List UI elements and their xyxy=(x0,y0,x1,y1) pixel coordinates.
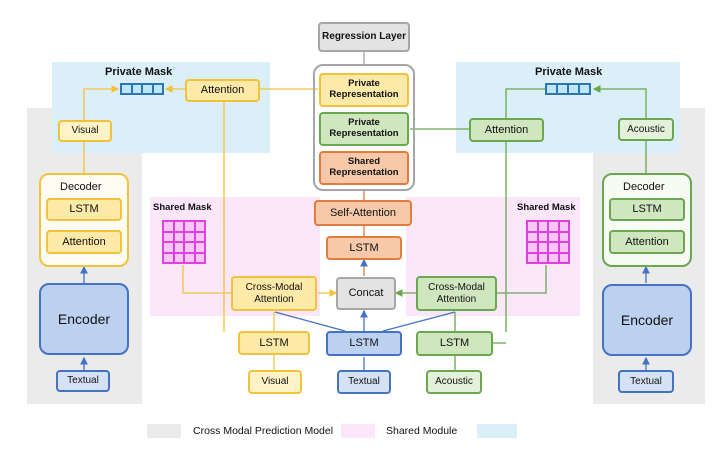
shared-representation-label: Shared Representation xyxy=(329,156,399,178)
concat-label: Concat xyxy=(348,287,384,300)
acoustic-output-box: Acoustic xyxy=(618,118,674,141)
left-encoder-box: Encoder xyxy=(39,283,129,355)
left-attention-label: Attention xyxy=(200,84,245,97)
self-attention-box: Self-Attention xyxy=(314,200,412,226)
private-representation-acoustic: Private Representation xyxy=(319,112,409,146)
line-lstm-to-left-crossmodal xyxy=(274,311,346,332)
acoustic-output-label: Acoustic xyxy=(627,123,665,135)
visual-output-label: Visual xyxy=(71,125,99,137)
left-shared-mask xyxy=(162,220,206,264)
left-textual-input-label: Textual xyxy=(67,375,99,387)
shared-representation: Shared Representation xyxy=(319,151,409,185)
left-decoder-attention: Attention xyxy=(46,230,122,254)
legend-swatch-shared-module xyxy=(341,424,375,438)
acoustic-lstm-label: LSTM xyxy=(439,337,470,350)
acoustic-lstm-box: LSTM xyxy=(416,331,493,356)
visual-output-box: Visual xyxy=(58,120,112,142)
right-cross-modal-label: Cross-Modal Attention xyxy=(428,282,485,305)
line-mask-to-crossmodal xyxy=(182,265,231,294)
left-textual-input: Textual xyxy=(56,370,110,392)
right-attention-label: Attention xyxy=(484,123,529,136)
right-private-mask-title: Private Mask xyxy=(535,66,603,78)
concat-box: Concat xyxy=(336,277,396,310)
left-decoder-attention-label: Attention xyxy=(62,235,106,248)
left-decoder-lstm-label: LSTM xyxy=(69,203,99,216)
right-textual-input: Textual xyxy=(618,370,674,393)
line-lstm-to-right-crossmodal xyxy=(382,311,456,332)
textual-lstm-box: LSTM xyxy=(326,331,402,356)
right-decoder-lstm: LSTM xyxy=(609,198,685,221)
left-shared-mask-title: Shared Mask xyxy=(153,202,212,213)
regression-layer: Regression Layer xyxy=(318,22,410,52)
line-private-mask-to-attention xyxy=(505,88,545,118)
acoustic-input-box: Acoustic xyxy=(426,370,482,394)
right-cross-modal-attention: Cross-Modal Attention xyxy=(416,276,497,311)
right-decoder-attention: Attention xyxy=(609,230,685,254)
right-private-mask xyxy=(545,83,591,95)
visual-input-label: Visual xyxy=(261,376,289,388)
right-encoder-box: Encoder xyxy=(602,284,692,356)
left-decoder-lstm: LSTM xyxy=(46,198,122,221)
right-encoder-label: Encoder xyxy=(620,311,674,328)
private-representation-visual-label: Private Representation xyxy=(329,78,399,100)
line-visual-to-private-mask xyxy=(83,85,120,120)
representation-container xyxy=(313,64,415,191)
left-decoder-title: Decoder xyxy=(60,181,102,193)
legend-swatch-private-mask xyxy=(477,424,517,438)
private-representation-visual: Private Representation xyxy=(319,73,409,107)
right-shared-mask-title: Shared Mask xyxy=(517,202,576,213)
textual-input-center-label: Textual xyxy=(348,376,380,388)
legend-label-prediction-model: Cross Modal Prediction Model xyxy=(193,425,334,437)
left-attention-box: Attention xyxy=(185,79,260,102)
line-acoustic-to-private-mask xyxy=(592,85,647,118)
left-private-mask-title: Private Mask xyxy=(105,66,173,78)
legend-swatch-prediction-model xyxy=(147,424,181,438)
right-shared-mask xyxy=(526,220,570,264)
right-decoder-title: Decoder xyxy=(623,181,665,193)
left-cross-modal-attention: Cross-Modal Attention xyxy=(231,276,317,311)
center-lstm-label: LSTM xyxy=(349,241,379,254)
left-encoder-label: Encoder xyxy=(57,310,111,327)
left-private-mask xyxy=(120,83,164,95)
right-decoder-lstm-label: LSTM xyxy=(632,203,662,216)
visual-input-box: Visual xyxy=(248,370,302,394)
legend-label-shared-module: Shared Module xyxy=(386,425,458,437)
center-lstm-box: LSTM xyxy=(326,236,402,260)
right-textual-input-label: Textual xyxy=(630,375,662,387)
visual-lstm-label: LSTM xyxy=(259,336,289,349)
right-attention-box: Attention xyxy=(469,118,544,142)
textual-lstm-label: LSTM xyxy=(349,337,379,350)
self-attention-label: Self-Attention xyxy=(329,206,397,219)
right-decoder-attention-label: Attention xyxy=(625,235,669,248)
left-cross-modal-label: Cross-Modal Attention xyxy=(245,282,303,305)
line-mask-to-crossmodal-green xyxy=(497,265,547,294)
private-representation-acoustic-label: Private Representation xyxy=(329,117,399,139)
visual-lstm-box: LSTM xyxy=(238,331,310,355)
textual-input-center: Textual xyxy=(337,370,391,394)
regression-layer-label: Regression Layer xyxy=(322,31,406,43)
acoustic-input-label: Acoustic xyxy=(435,376,473,388)
